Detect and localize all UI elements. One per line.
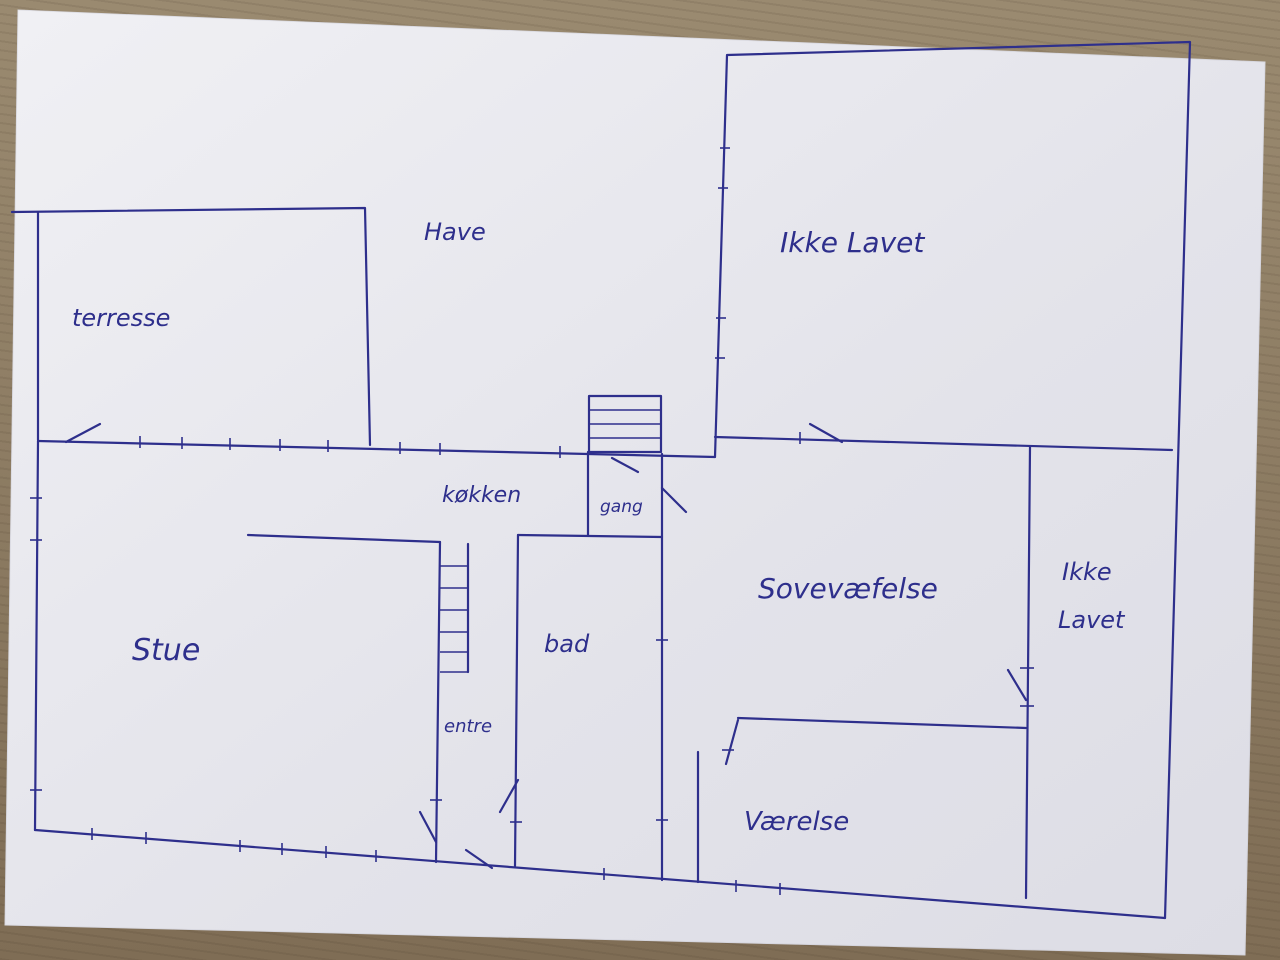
door-terrace bbox=[64, 422, 102, 444]
wall-house-bottom bbox=[33, 828, 1167, 920]
door-entre-stue bbox=[418, 810, 438, 844]
label-have: Have bbox=[424, 218, 486, 246]
door-front bbox=[464, 848, 494, 870]
label-ikke-lavet-top: Ikke Lavet bbox=[780, 226, 925, 259]
door-vaerelse bbox=[724, 718, 740, 766]
wall-entre-left bbox=[434, 540, 442, 864]
label-vaerelse: Værelse bbox=[744, 807, 849, 837]
paper-shading bbox=[5, 10, 1265, 955]
doors bbox=[64, 422, 1028, 870]
room-labels: Have terresse Ikke Lavet køkken gang Stu… bbox=[72, 218, 1126, 837]
wall-terrace-outline bbox=[10, 206, 372, 447]
wall-house-left bbox=[33, 439, 40, 832]
wall-right-room-left bbox=[1024, 445, 1032, 900]
label-stue: Stue bbox=[132, 633, 200, 668]
label-koekken: køkken bbox=[442, 483, 521, 508]
wall-unbuilt-bottom bbox=[713, 435, 1174, 452]
door-unbuilt-top bbox=[808, 422, 844, 444]
label-entre: entre bbox=[444, 716, 492, 737]
wall-unbuilt-top-outline bbox=[713, 40, 1192, 920]
wall-ticks bbox=[30, 147, 1034, 895]
wall-house-top-left bbox=[36, 439, 717, 459]
door-koekken-gang bbox=[610, 456, 640, 474]
wall-vaerelse-top bbox=[736, 716, 1028, 730]
label-ikke-right-line1: Ikke bbox=[1062, 558, 1112, 586]
wall-kitchen-lower-right bbox=[516, 533, 664, 539]
walls bbox=[10, 40, 1192, 920]
label-sovevaerelse: Sovevæfelse bbox=[758, 572, 938, 605]
label-bad: bad bbox=[544, 630, 590, 658]
label-lavet-right-line2: Lavet bbox=[1058, 606, 1126, 634]
wall-kitchen-lower bbox=[246, 533, 442, 544]
wall-bad-left bbox=[513, 533, 520, 868]
door-bad bbox=[498, 778, 520, 814]
door-gang-bedroom bbox=[660, 486, 688, 514]
label-gang: gang bbox=[600, 497, 643, 517]
label-terrasse: terresse bbox=[72, 304, 170, 332]
door-right-room bbox=[1006, 668, 1028, 702]
